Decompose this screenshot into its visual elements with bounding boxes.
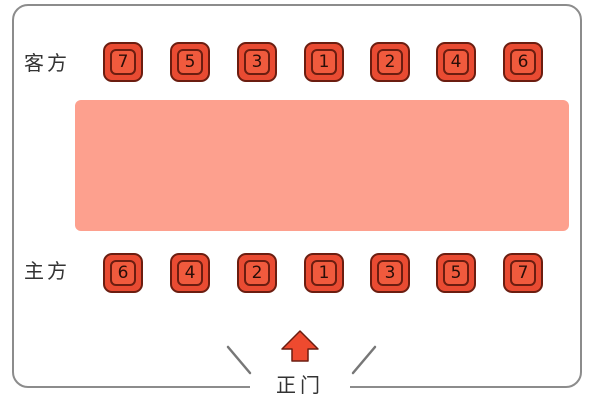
guest-seat: 4 xyxy=(436,42,476,82)
host-seat-number: 1 xyxy=(311,260,337,286)
guest-seat: 6 xyxy=(503,42,543,82)
host-seat-number: 4 xyxy=(177,260,203,286)
guest-side-label: 客方 xyxy=(24,51,70,75)
guest-seat-number: 2 xyxy=(377,49,403,75)
host-side-label: 主方 xyxy=(24,259,70,283)
guest-seat-number: 7 xyxy=(110,49,136,75)
host-seat: 6 xyxy=(103,253,143,293)
guest-seat: 1 xyxy=(304,42,344,82)
door-opening xyxy=(250,380,350,394)
host-seat: 3 xyxy=(370,253,410,293)
guest-seat-number: 4 xyxy=(443,49,469,75)
arrow-up-icon xyxy=(281,330,319,362)
guest-seat: 2 xyxy=(370,42,410,82)
guest-seat: 5 xyxy=(170,42,210,82)
main-door-diagram xyxy=(226,330,377,375)
guest-seat-number: 5 xyxy=(177,49,203,75)
main-door-label: 正门 xyxy=(276,373,324,397)
guest-seat-number: 1 xyxy=(311,49,337,75)
host-seat-number: 5 xyxy=(443,260,469,286)
host-seat-number: 6 xyxy=(110,260,136,286)
host-seat-row: 6 4 2 1 3 5 7 xyxy=(103,253,553,293)
door-right-jamb xyxy=(351,345,377,375)
guest-seat-number: 3 xyxy=(244,49,270,75)
host-seat: 7 xyxy=(503,253,543,293)
guest-seat: 3 xyxy=(237,42,277,82)
host-seat-number: 3 xyxy=(377,260,403,286)
host-seat: 2 xyxy=(237,253,277,293)
door-left-jamb xyxy=(226,345,252,375)
host-seat: 4 xyxy=(170,253,210,293)
guest-seat-row: 7 5 3 1 2 4 6 xyxy=(103,42,553,82)
dining-table xyxy=(75,100,569,231)
host-seat: 1 xyxy=(304,253,344,293)
guest-seat-number: 6 xyxy=(510,49,536,75)
host-seat-number: 7 xyxy=(510,260,536,286)
guest-seat: 7 xyxy=(103,42,143,82)
host-seat: 5 xyxy=(436,253,476,293)
host-seat-number: 2 xyxy=(244,260,270,286)
